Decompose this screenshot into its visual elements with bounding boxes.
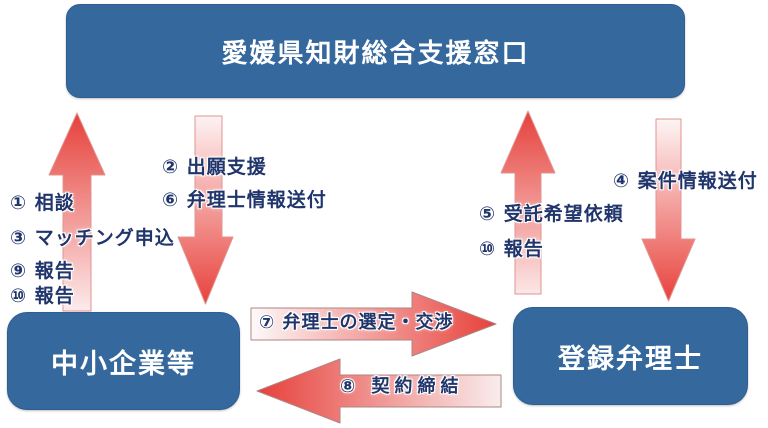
label-application-support: ② 出願支援 xyxy=(162,156,267,178)
label-report-10-right: ⑩ 報告 xyxy=(479,238,544,260)
label-consultation: ① 相談 xyxy=(10,192,75,214)
box-sme: 中小企業等 xyxy=(7,312,240,410)
box-support-desk: 愛媛県知財総合支援窓口 xyxy=(66,4,685,98)
arrow-down-support-icon xyxy=(177,115,234,305)
box-support-desk-label: 愛媛県知財総合支援窓口 xyxy=(221,38,530,69)
arrow-right-selection-icon xyxy=(250,291,497,357)
arrow-up-consultation-icon xyxy=(48,112,106,312)
box-registered-attorney-label: 登録弁理士 xyxy=(558,343,703,375)
label-attorney-info-sending: ⑥ 弁理士情報送付 xyxy=(162,189,327,211)
arrow-up-request-icon xyxy=(500,110,556,295)
arrow-down-case-info-icon xyxy=(641,118,696,302)
label-report-10-left: ⑩ 報告 xyxy=(10,285,75,307)
label-report-9: ⑨ 報告 xyxy=(10,260,75,282)
label-contract-request: ⑤ 受託希望依頼 xyxy=(479,203,624,225)
label-case-info-sending: ④ 案件情報送付 xyxy=(613,170,758,192)
arrow-left-contract-icon xyxy=(256,358,502,424)
label-contract-conclusion: ⑧ 契約締結 xyxy=(340,376,464,397)
box-sme-label: 中小企業等 xyxy=(51,348,196,380)
label-matching-application: ③ マッチング申込 xyxy=(10,227,175,249)
box-registered-attorney: 登録弁理士 xyxy=(513,307,748,405)
label-attorney-selection: ⑦ 弁理士の選定・交渉 xyxy=(259,312,454,333)
